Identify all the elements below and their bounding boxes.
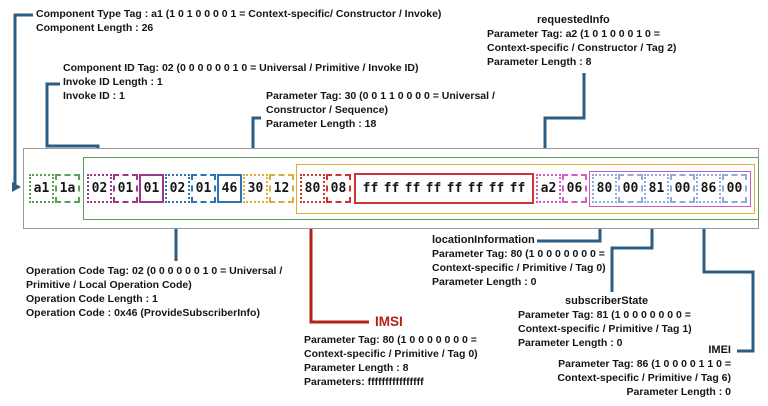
note-line: Parameter Tag: 30 (0 0 1 1 0 0 0 0 = Uni… [266, 90, 495, 102]
hex-byte: 02 [87, 174, 112, 203]
invoke-id-note: Component ID Tag: 02 (0 0 0 0 0 0 1 0 = … [63, 61, 418, 103]
operation-code-note: Operation Code Tag: 02 (0 0 0 0 0 0 1 0 … [26, 264, 282, 320]
note-line: Parameter Tag: 80 (1 0 0 0 0 0 0 0 = [432, 248, 605, 260]
hex-byte: 81 [644, 174, 669, 203]
requested-info-content-group: 80 00 81 00 86 00 [589, 170, 751, 207]
note-line: Parameter Tag: a2 (1 0 1 0 0 0 1 0 = [487, 28, 660, 40]
hex-byte: ff [509, 181, 526, 196]
note-line: Operation Code Length : 1 [26, 293, 158, 305]
component-type-note: Component Type Tag : a1 (1 0 1 0 0 0 0 1… [36, 7, 441, 35]
note-line: Parameter Length : 8 [487, 56, 592, 68]
note-line: Parameter Length : 0 [518, 337, 623, 349]
imsi-note: Parameter Tag: 80 (1 0 0 0 0 0 0 0 = Con… [304, 333, 478, 389]
note-line: Context-specific / Constructor / Tag 2) [487, 42, 677, 54]
hex-byte: ff [425, 181, 442, 196]
note-line: Context-specific / Primitive / Tag 6) [557, 372, 731, 384]
imei-note: IMEI Parameter Tag: 86 (1 0 0 0 0 1 1 0 … [557, 343, 731, 399]
note-line: Parameter Tag: 86 (1 0 0 0 0 1 1 0 = [558, 358, 731, 370]
note-text-bold: Invoke ID [368, 62, 415, 74]
imei-title: IMEI [708, 344, 731, 356]
component-content-group: 02 01 01 02 01 46 30 12 80 08 ff ff ff f… [83, 157, 759, 220]
note-line: Primitive / Local Operation Code) [26, 278, 282, 292]
note-line: Operation Code Tag: 02 (0 0 0 0 0 0 1 0 … [26, 265, 283, 277]
hex-byte: 01 [113, 174, 138, 203]
hex-byte: 30 [243, 174, 268, 203]
hex-byte: a2 [536, 174, 561, 203]
arrow-imsi [306, 212, 369, 324]
hex-byte: 00 [722, 174, 747, 203]
note-line: Constructor / Sequence) [266, 103, 495, 117]
imsi-value-group: ff ff ff ff ff ff ff ff [354, 173, 534, 204]
note-line: Component ID Tag: 02 (0 0 0 0 0 0 1 0 = … [63, 61, 418, 75]
requested-info-title: requestedInfo [537, 14, 610, 26]
note-line: Parameter Length : 0 [626, 386, 731, 398]
hex-byte: ff [446, 181, 463, 196]
note-text-bold: Local Operation Code [79, 279, 189, 291]
arrow-requested-info [540, 73, 586, 164]
subscriber-state-title: subscriberState [565, 295, 649, 307]
note-line: Parameter Length : 18 [266, 118, 377, 130]
hex-byte: 08 [326, 174, 351, 203]
note-line: Invoke ID Length : 1 [63, 76, 163, 88]
hex-byte: 80 [300, 174, 325, 203]
note-text: ) [188, 279, 192, 291]
hex-byte: 86 [696, 174, 721, 203]
hex-byte: 02 [165, 174, 190, 203]
note-text: Constructor / [266, 104, 335, 116]
note-line: Parameters: ffffffffffffffff [304, 376, 424, 388]
hex-byte: 00 [618, 174, 643, 203]
note-line: Parameter Length : 8 [304, 362, 409, 374]
hex-byte: ff [404, 181, 421, 196]
arrow-component-type [12, 13, 33, 192]
hex-byte: 06 [562, 174, 587, 203]
hex-byte: 01 [139, 174, 164, 203]
note-text: ) [414, 62, 419, 74]
hex-byte: ff [383, 181, 400, 196]
location-information-note: locationInformation Parameter Tag: 80 (1… [432, 233, 606, 289]
sequence-content-group: 80 08 ff ff ff ff ff ff ff ff a2 06 80 0… [296, 163, 755, 214]
note-line: Context-specific / Primitive / Tag 0) [432, 262, 606, 274]
location-information-title: locationInformation [432, 234, 535, 246]
note-text: Component ID Tag: 02 (0 0 0 0 0 0 1 0 = … [63, 62, 369, 74]
hex-byte: 1a [55, 174, 80, 203]
note-text: ) [437, 8, 442, 20]
note-line: Parameter Tag: 80 (1 0 0 0 0 0 0 0 = [304, 334, 477, 346]
note-text: ) [384, 104, 388, 116]
arrow-subscriber-state [610, 213, 657, 292]
note-line: Operation Code : 0x46 (ProvideSubscriber… [26, 307, 260, 319]
hex-byte: 01 [191, 174, 216, 203]
arrow-imei [699, 213, 755, 353]
hex-byte: 12 [269, 174, 294, 203]
hex-byte: 80 [592, 174, 617, 203]
note-line: Invoke ID : 1 [63, 90, 125, 102]
note-text: Component Type Tag : a1 (1 0 1 0 0 0 0 1… [36, 8, 405, 20]
hex-byte: a1 [29, 174, 54, 203]
subscriber-state-note: subscriberState Parameter Tag: 81 (1 0 0… [518, 294, 692, 350]
note-text-bold: Invoke [404, 8, 438, 20]
requested-info-note: requestedInfo Parameter Tag: a2 (1 0 1 0… [487, 13, 676, 69]
note-line: Context-specific / Primitive / Tag 1) [518, 323, 692, 335]
hex-byte: 00 [670, 174, 695, 203]
hex-byte: 46 [217, 174, 242, 203]
hex-byte: ff [362, 181, 379, 196]
ber-bytes-panel: a1 1a 02 01 01 02 01 46 30 12 80 08 ff f… [23, 148, 759, 229]
imsi-title: IMSI [375, 314, 403, 329]
note-line: Context-specific / Primitive / Tag 0) [304, 348, 478, 360]
note-line: Component Length : 26 [36, 22, 154, 34]
hex-byte: ff [488, 181, 505, 196]
arrow-sequence [248, 116, 261, 164]
note-text-bold: Sequence [334, 104, 385, 116]
note-line: Parameter Tag: 81 (1 0 0 0 0 0 0 0 = [518, 309, 691, 321]
note-text: Primitive / [26, 279, 80, 291]
note-line: Parameter Length : 0 [432, 276, 537, 288]
hex-byte: ff [467, 181, 484, 196]
sequence-note: Parameter Tag: 30 (0 0 1 1 0 0 0 0 = Uni… [266, 89, 495, 131]
note-line: Component Type Tag : a1 (1 0 1 0 0 0 0 1… [36, 7, 441, 21]
